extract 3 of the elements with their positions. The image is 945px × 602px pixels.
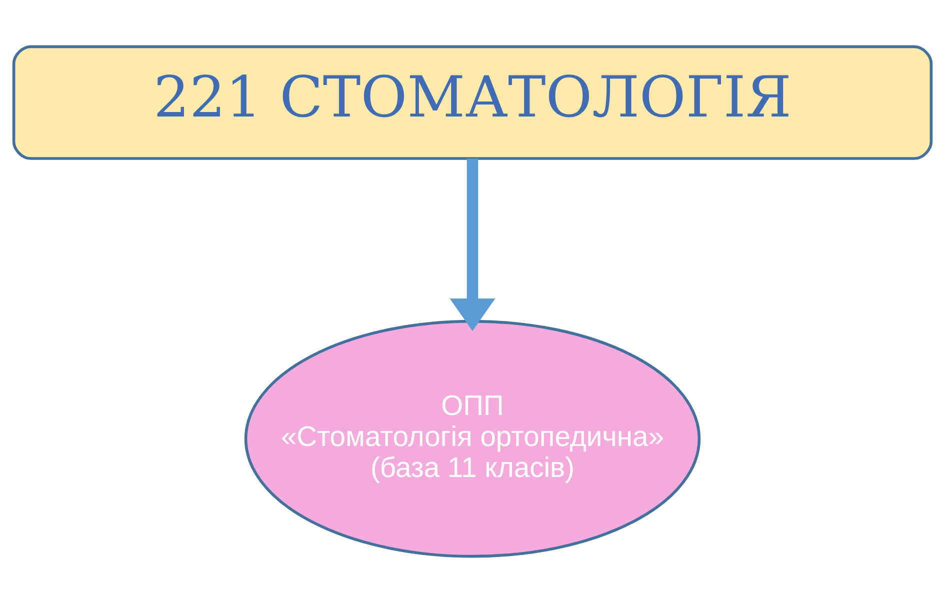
- node-ellipse: ОПП «Стоматологія ортопедична» (база 11 класів): [244, 319, 701, 558]
- arrow: [450, 158, 496, 331]
- node-box: 221 СТОМАТОЛОГІЯ: [12, 44, 933, 160]
